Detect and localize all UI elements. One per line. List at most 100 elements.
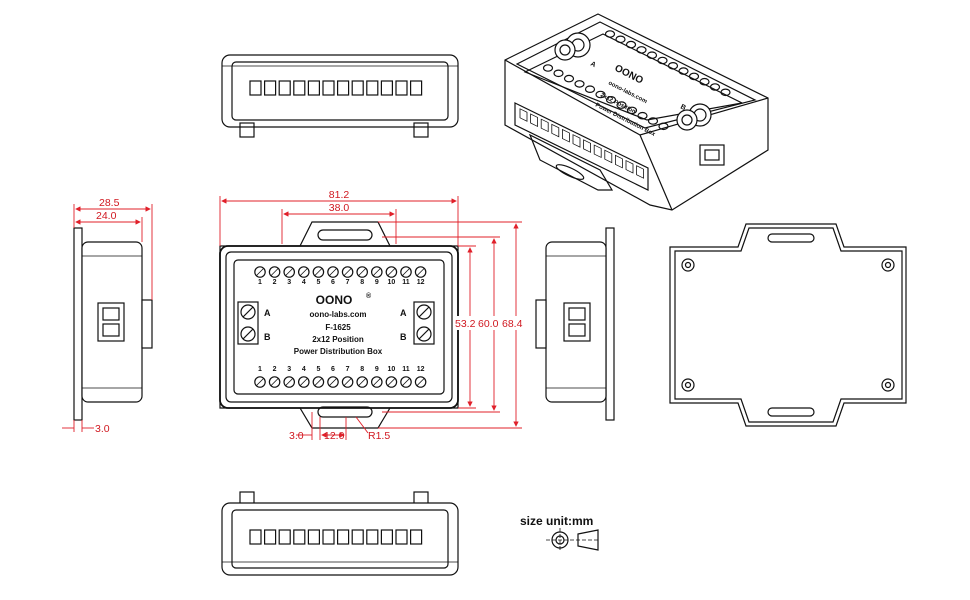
iso-terminal-hole <box>658 122 669 131</box>
iso-wire-entry <box>562 128 570 143</box>
position-number-bottom: 2 <box>273 366 277 373</box>
iso-terminal-hole <box>709 83 721 91</box>
position-number-bottom: 11 <box>402 366 410 373</box>
wire-entry-slot <box>322 80 335 96</box>
position-number-top: 5 <box>316 279 320 286</box>
wire-entry-slot <box>351 80 364 96</box>
iso-wire-entry <box>572 134 581 148</box>
product-name: Power Distribution Box <box>294 347 383 356</box>
dim-side-depth-total: 28.5 <box>99 197 120 209</box>
position-number-bottom: 3 <box>287 366 291 373</box>
iso-terminal-hole <box>688 72 700 81</box>
iso-terminal-hole <box>542 64 554 72</box>
wire-entry-slot <box>307 529 320 545</box>
screw-slot <box>373 268 381 276</box>
iso-terminal-hole <box>667 62 679 70</box>
iso-terminal-hole <box>636 46 647 54</box>
wire-entry-slot <box>366 80 379 96</box>
dim-slot-spacing: 38.0 <box>329 202 350 214</box>
position-number-bottom: 1 <box>258 366 262 373</box>
screw-slot <box>402 378 410 386</box>
position-number-bottom: 6 <box>331 366 335 373</box>
screw-slot <box>416 378 425 386</box>
screw-slot <box>256 268 264 276</box>
position-number-top: 3 <box>287 279 291 286</box>
bolt-b-right <box>416 326 432 342</box>
iso-terminal-hole <box>595 90 606 99</box>
wire-entry-slot <box>395 80 408 96</box>
position-number-top: 9 <box>375 279 379 286</box>
terminal-bolt-b <box>676 103 712 131</box>
projection-symbol-icon <box>546 528 600 552</box>
screw-slot <box>343 268 352 276</box>
position-number-top: 6 <box>331 279 335 286</box>
position-number-bottom: 10 <box>388 366 396 373</box>
model-subtitle: 2x12 Position <box>312 335 364 344</box>
dim-slot-width: 12.0 <box>324 430 345 442</box>
size-unit-label: size unit:mm <box>520 514 593 528</box>
iso-wire-entry <box>540 118 549 133</box>
iso-terminal-hole <box>699 77 710 86</box>
wire-entry-slot <box>380 80 393 96</box>
screw-slot <box>256 378 264 386</box>
screw-top-right <box>881 258 895 272</box>
iso-wire-entry <box>530 113 538 128</box>
iso-label-b: B <box>679 104 687 113</box>
position-number-top: 10 <box>388 279 396 286</box>
iso-wire-entry <box>551 123 560 138</box>
iso-wire-entry <box>593 144 602 159</box>
iso-terminal-hole <box>637 111 648 120</box>
bolt-a-left <box>240 304 256 320</box>
iso-wire-entry <box>615 154 623 169</box>
iso-wire-entry <box>604 149 613 164</box>
screw-slot <box>329 378 337 386</box>
bolt-a-right <box>416 304 432 320</box>
position-number-top: 7 <box>346 279 350 286</box>
bolt-b-left <box>240 326 256 342</box>
position-number-bottom: 7 <box>346 366 350 373</box>
screw-slot <box>314 378 323 386</box>
wire-entry-slot <box>278 529 291 545</box>
position-number-top: 11 <box>402 279 410 286</box>
unit-legend: size unit:mm <box>520 514 600 552</box>
screw-slot <box>358 268 366 276</box>
dim-height-mid: 60.0 <box>478 318 499 330</box>
wire-entry-slot <box>380 529 393 545</box>
wire-entry-slot <box>351 529 364 545</box>
top-view <box>221 54 459 138</box>
wire-entry-slot <box>410 80 423 96</box>
iso-terminal-hole <box>646 51 658 60</box>
wire-entry-slot <box>293 80 306 96</box>
screw-slot <box>300 378 308 386</box>
wire-entry-slot <box>249 80 262 96</box>
wire-entry-slot <box>307 80 320 96</box>
dimension-lines: 81.2 38.0 53.2 60.0 68.4 3.0 12.0 R1.5 <box>62 189 526 442</box>
iso-terminal-hole <box>720 88 731 97</box>
screw-bottom-left <box>681 378 695 392</box>
iso-terminal-hole <box>647 117 659 125</box>
iso-wire-entry <box>519 108 528 122</box>
base-plate-view <box>669 223 907 427</box>
brand-logo: OONO <box>316 293 353 307</box>
label-b-right: B <box>400 332 407 342</box>
dim-side-depth-body: 24.0 <box>96 210 117 222</box>
dim-overall-width: 81.2 <box>329 189 350 201</box>
top-view-terminal-row <box>249 80 423 96</box>
iso-wire-entry <box>625 159 634 174</box>
screw-top-left <box>681 258 695 272</box>
iso-terminal-hole <box>616 101 627 109</box>
wire-entry-slot <box>264 529 277 545</box>
position-number-top: 2 <box>273 279 277 286</box>
isometric-terminal-holes <box>542 30 731 131</box>
wire-entry-slot <box>249 529 262 545</box>
wire-entry-slot <box>293 529 306 545</box>
screw-slot <box>343 378 352 386</box>
iso-terminal-hole <box>657 56 668 65</box>
isometric-view: A B OONO oono-labs.com 2x12 Position Pow… <box>504 13 769 211</box>
screw-slot <box>373 378 381 386</box>
terminal-bolt-a <box>554 32 591 61</box>
screw-slot <box>329 268 337 276</box>
